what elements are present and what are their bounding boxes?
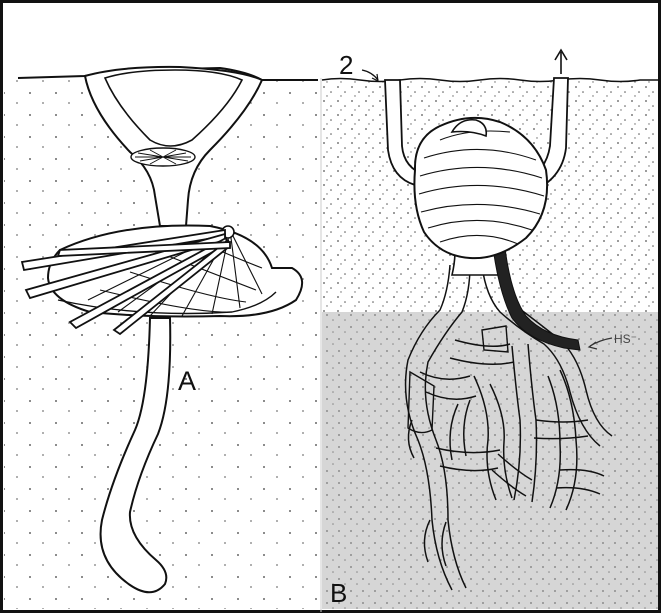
hs-label: HS⁻	[614, 332, 637, 346]
panel-a-small-shell	[131, 148, 195, 166]
panel-b-reduced-sediment	[322, 312, 658, 609]
marker-2-label: 2	[339, 50, 353, 80]
panel-a-label: A	[178, 366, 196, 396]
panel-b-label: B	[330, 578, 347, 608]
panel-b: B 2 HS⁻	[322, 50, 658, 609]
panel-a: A	[4, 67, 320, 609]
panel-b-clam-shell	[414, 118, 547, 258]
